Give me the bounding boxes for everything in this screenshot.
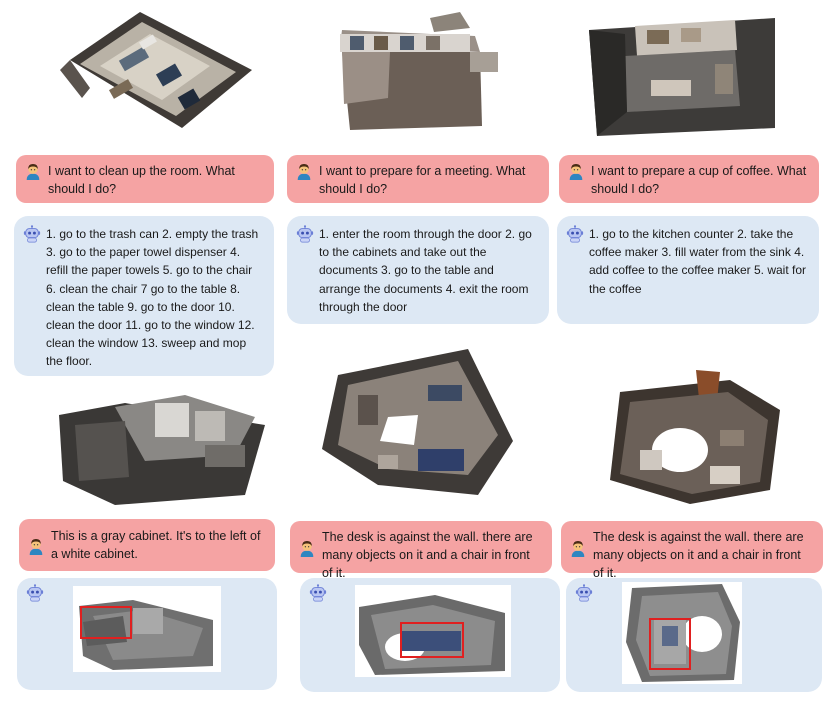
object-description-text: This is a gray cabinet. It's to the left…	[51, 529, 261, 561]
object-description-text: The desk is against the wall. there are …	[322, 530, 533, 580]
assistant-answer-bubble: 1. enter the room through the door 2. go…	[287, 216, 549, 324]
user-question-text: I want to clean up the room. What should…	[48, 164, 235, 196]
robot-icon	[575, 584, 593, 602]
person-emoji-icon	[567, 162, 585, 180]
user-question-bubble: I want to prepare for a meeting. What sh…	[287, 155, 549, 203]
grounding-pointcloud-image	[622, 582, 742, 684]
person-emoji-icon	[24, 162, 42, 180]
robot-icon	[566, 225, 584, 243]
object-description-bubble: This is a gray cabinet. It's to the left…	[19, 519, 275, 571]
assistant-answer-bubble: 1. go to the trash can 2. empty the tras…	[14, 216, 274, 376]
person-emoji-icon	[298, 539, 316, 557]
assistant-answer-text: 1. go to the trash can 2. empty the tras…	[46, 227, 259, 369]
grounding-result-bubble	[300, 578, 560, 692]
user-question-bubble: I want to clean up the room. What should…	[16, 155, 274, 203]
grounding-result-bubble	[566, 578, 822, 692]
robot-icon	[309, 584, 327, 602]
scene-office-room-3d	[610, 370, 780, 504]
bounding-box	[400, 622, 464, 658]
user-question-text: I want to prepare a cup of coffee. What …	[591, 164, 807, 196]
user-question-bubble: I want to prepare a cup of coffee. What …	[559, 155, 819, 203]
scene-office-3d	[60, 12, 252, 128]
user-question-text: I want to prepare for a meeting. What sh…	[319, 164, 526, 196]
person-emoji-icon	[569, 539, 587, 557]
bounding-box	[649, 618, 691, 670]
assistant-answer-bubble: 1. go to the kitchen counter 2. take the…	[557, 216, 819, 324]
robot-icon	[26, 584, 44, 602]
bounding-box	[80, 606, 132, 639]
robot-icon	[23, 225, 41, 243]
object-description-bubble: The desk is against the wall. there are …	[561, 521, 823, 580]
assistant-answer-text: 1. go to the kitchen counter 2. take the…	[589, 227, 807, 296]
grounding-pointcloud-image	[73, 586, 221, 672]
person-emoji-icon	[295, 162, 313, 180]
scene-cabinet-room-3d	[59, 395, 265, 505]
scene-office-desk-3d	[322, 349, 513, 495]
person-emoji-icon	[27, 537, 45, 555]
assistant-answer-text: 1. enter the room through the door 2. go…	[319, 227, 532, 314]
robot-icon	[296, 225, 314, 243]
scene-meeting-room-3d	[340, 12, 498, 130]
object-description-bubble: The desk is against the wall. there are …	[290, 521, 552, 580]
grounding-pointcloud-image	[355, 585, 511, 677]
scene-kitchen-3d	[589, 18, 775, 136]
object-description-text: The desk is against the wall. there are …	[593, 530, 804, 580]
grounding-result-bubble	[17, 578, 277, 690]
